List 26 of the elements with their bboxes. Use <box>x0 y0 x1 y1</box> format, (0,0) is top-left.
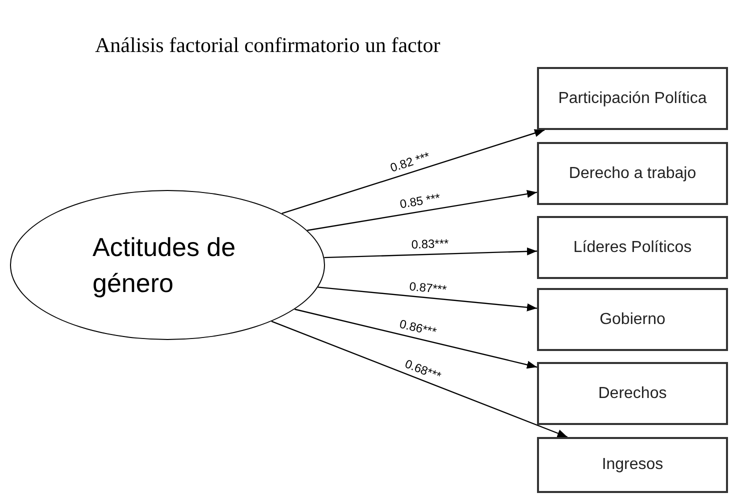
edge-label: 0.85 *** <box>399 192 442 211</box>
indicator-box <box>537 362 728 425</box>
arrow <box>318 286 538 312</box>
node-label: Derechos <box>597 384 668 404</box>
indicator-box <box>537 216 728 279</box>
indicator-box <box>537 437 728 493</box>
edge-label: 0.83*** <box>411 238 450 251</box>
edge-label: 0.86*** <box>398 318 438 339</box>
node-label: Participación Política <box>557 88 708 108</box>
arrow <box>294 308 538 369</box>
node-label: Ingresos <box>600 455 664 475</box>
edge-label: 0.82 *** <box>388 150 432 174</box>
node-label: Derecho a trabajo <box>568 164 698 184</box>
arrow <box>307 190 538 231</box>
diagram-title: Análisis factorial confirmatorio un factor <box>95 32 440 59</box>
arrow <box>271 320 568 438</box>
indicator-box <box>537 288 728 351</box>
node-label: Gobierno <box>598 310 666 330</box>
node-label: Actitudes de género <box>92 231 237 300</box>
indicator-box <box>537 142 728 205</box>
node-label: Líderes Políticos <box>572 238 693 258</box>
edge-label: 0.87*** <box>409 280 448 296</box>
edge-label: 0.68*** <box>404 357 443 382</box>
arrow <box>282 129 545 214</box>
indicator-box <box>537 67 728 130</box>
arrow <box>324 247 538 258</box>
